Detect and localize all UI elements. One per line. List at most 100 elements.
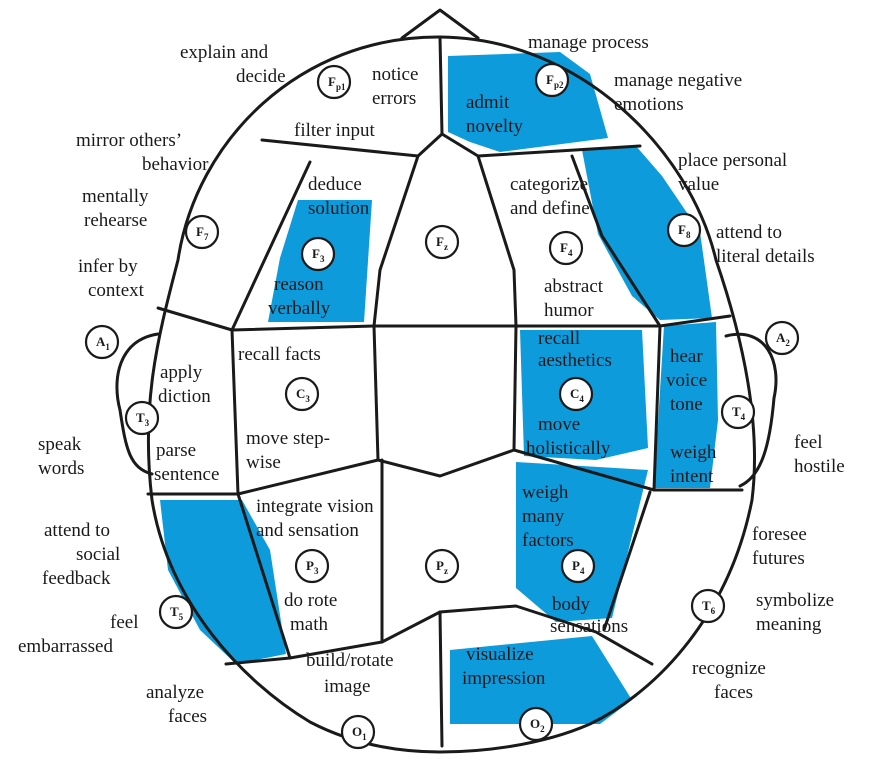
- label-faces: faces: [714, 682, 753, 703]
- electrode-f4: F4: [548, 230, 584, 266]
- electrode-circle-f7: [184, 214, 220, 250]
- label-impression: impression: [462, 668, 546, 689]
- label-categorize: categorize: [510, 174, 588, 195]
- electrode-label-pz: Pz: [436, 558, 448, 576]
- label-holistically: holistically: [526, 438, 611, 459]
- label-behavior: behavior: [142, 154, 209, 175]
- label-infer-by: infer by: [78, 256, 138, 277]
- electrode-sub-t5: 5: [179, 612, 184, 622]
- electrode-sub-fp1: p1: [336, 82, 346, 92]
- label-hear: hear: [670, 346, 703, 367]
- label-factors: factors: [522, 530, 574, 551]
- electrode-circle-t4: [720, 394, 756, 430]
- electrode-o1: O1: [340, 714, 376, 750]
- electrode-circle-f8: [666, 212, 702, 248]
- label-sentence: sentence: [154, 464, 219, 485]
- electrode-sub-t3: 3: [145, 418, 150, 428]
- label-aesthetics: aesthetics: [538, 350, 612, 371]
- label-integrate-vision: integrate vision: [256, 496, 374, 517]
- left-ear: [115, 332, 160, 476]
- electrode-sub-c3: 3: [305, 394, 310, 404]
- label-wise: wise: [246, 452, 281, 473]
- label-hostile: hostile: [794, 456, 845, 477]
- electrode-circle-c4: [558, 376, 594, 412]
- label-value: value: [678, 174, 719, 195]
- electrode-circle-p3: [294, 548, 330, 584]
- label-place-personal: place personal: [678, 150, 787, 171]
- highlight-o2-region: [450, 636, 632, 724]
- electrode-sub-fp2: p2: [554, 80, 564, 90]
- electrode-sub-p3: 3: [314, 566, 319, 576]
- electrode-circle-fz: [424, 224, 460, 260]
- electrode-fz: Fz: [424, 224, 460, 260]
- label-tone: tone: [670, 394, 703, 415]
- electrode-sub-f8: 8: [686, 230, 691, 240]
- label-reason: reason: [274, 274, 324, 295]
- label-futures: futures: [752, 548, 805, 569]
- label-sensations: sensations: [550, 616, 628, 637]
- label-embarrassed: embarrassed: [18, 636, 113, 657]
- label-analyze: analyze: [146, 682, 204, 703]
- label-faces-2: faces: [168, 706, 207, 727]
- label-context: context: [88, 280, 145, 301]
- electrode-circle-fp2: [534, 62, 570, 98]
- electrode-circle-t5: [158, 594, 194, 630]
- label-deduce: deduce: [308, 174, 362, 195]
- label-and-define: and define: [510, 198, 590, 219]
- label-diction: diction: [158, 386, 211, 407]
- label-rehearse: rehearse: [84, 210, 147, 231]
- electrode-circle-o1: [340, 714, 376, 750]
- electrode-sub-pz: z: [444, 566, 448, 576]
- label-abstract: abstract: [544, 276, 604, 297]
- electrode-circle-p4: [560, 548, 596, 584]
- electrode-pz: Pz: [424, 548, 460, 584]
- electrode-f3: F3: [300, 236, 336, 272]
- label-novelty: novelty: [466, 116, 523, 137]
- label-mirror-others: mirror others’: [76, 130, 182, 151]
- electrode-t3: T3: [124, 400, 160, 436]
- electrode-fp1: Fp1: [316, 64, 352, 100]
- electrode-circle-pz: [424, 548, 460, 584]
- electrode-a1: A1: [84, 324, 120, 360]
- electrode-circle-f4: [548, 230, 584, 266]
- electrode-sub-fz: z: [444, 242, 448, 252]
- electrode-c4: C4: [558, 376, 594, 412]
- electrode-f8: F8: [666, 212, 702, 248]
- electrode-circle-fp1: [316, 64, 352, 100]
- head-outline: [115, 8, 778, 754]
- highlight-t4-region: [654, 322, 718, 488]
- label-attend-to-2: attend to: [44, 520, 110, 541]
- label-emotions: emotions: [614, 94, 684, 115]
- label-solution: solution: [308, 198, 370, 219]
- electrode-sub-a2: 2: [785, 338, 790, 348]
- label-move-step: move step-: [246, 428, 330, 449]
- electrode-circle-c3: [284, 376, 320, 412]
- label-filter-input: filter input: [294, 120, 375, 141]
- label-explain-and: explain and: [180, 42, 269, 63]
- function-labels: explain and decide notice errors manage …: [18, 32, 845, 727]
- label-decide: decide: [236, 66, 286, 87]
- label-errors: errors: [372, 88, 416, 109]
- scalp-outline: [146, 35, 756, 754]
- label-voice: voice: [666, 370, 707, 391]
- electrode-sub-f3: 3: [320, 254, 325, 264]
- label-feedback: feedback: [42, 568, 111, 589]
- region-lines: [146, 35, 744, 748]
- label-feel: feel: [794, 432, 822, 453]
- label-recognize: recognize: [692, 658, 766, 679]
- electrode-sub-f4: 4: [568, 248, 573, 258]
- label-verbally: verbally: [268, 298, 331, 319]
- label-literal-details: literal details: [716, 246, 815, 267]
- electrode-f7: F7: [184, 214, 220, 250]
- electrode-sub-o1: 1: [362, 732, 367, 742]
- label-parse: parse: [156, 440, 196, 461]
- electrode-a2: A2: [764, 320, 800, 356]
- label-intent: intent: [670, 466, 714, 487]
- label-words: words: [38, 458, 84, 479]
- electrode-sub-o2: 2: [540, 724, 545, 734]
- label-build-rotate: build/rotate: [306, 650, 394, 671]
- electrode-circle-a1: [84, 324, 120, 360]
- electrode-sub-c4: 4: [579, 394, 584, 404]
